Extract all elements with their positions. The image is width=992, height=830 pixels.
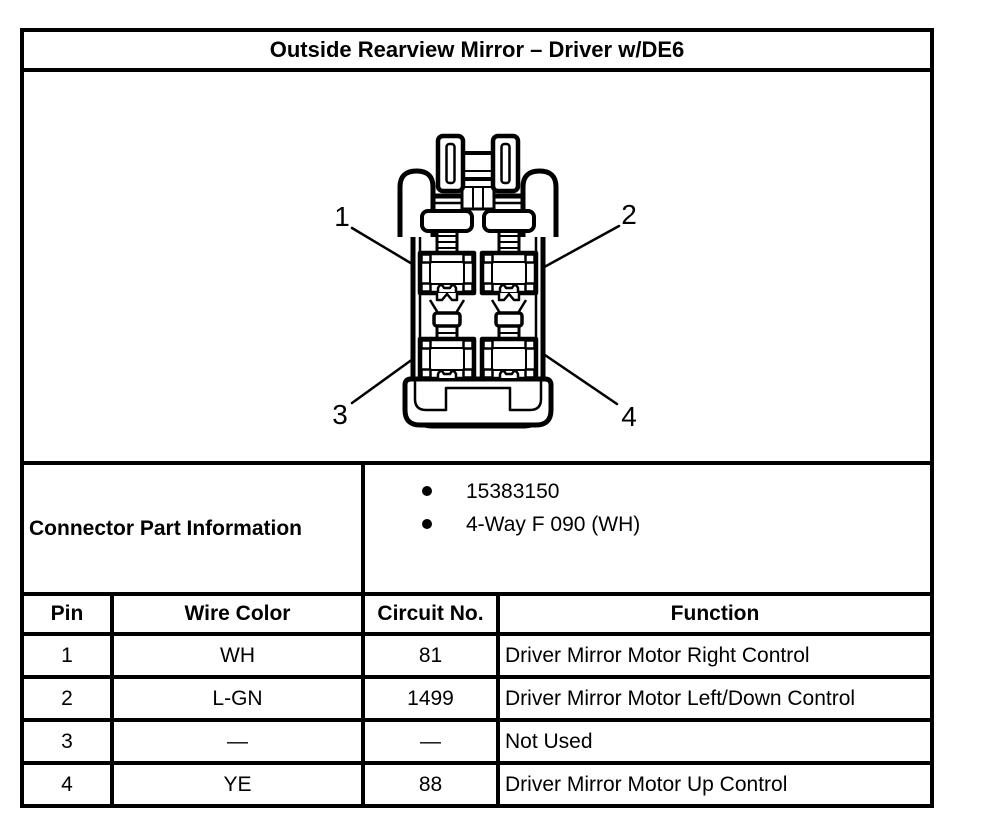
- col-header-pin: Pin: [20, 592, 114, 636]
- bullet-icon: [422, 486, 432, 496]
- connector-drawing-icon: 1 2 3 4: [332, 133, 637, 432]
- function-cell: Driver Mirror Motor Up Control: [496, 761, 934, 808]
- circuit-cell: 88: [361, 761, 500, 808]
- wire-color-cell: WH: [110, 632, 365, 679]
- col-header-wire-color: Wire Color: [110, 592, 365, 636]
- circuit-cell: 1499: [361, 675, 500, 722]
- pin-cell: 4: [20, 761, 114, 808]
- function-cell: Not Used: [496, 718, 934, 765]
- circuit-cell: —: [361, 718, 500, 765]
- function-cell: Driver Mirror Motor Right Control: [496, 632, 934, 679]
- table-row-pin-3: 3 — — Not Used: [20, 718, 934, 765]
- connector-sheet: Outside Rearview Mirror – Driver w/DE6: [20, 28, 934, 808]
- table-row-pin-2: 2 L-GN 1499 Driver Mirror Motor Left/Dow…: [20, 675, 934, 722]
- diagram-row: 1 2 3 4: [20, 68, 934, 465]
- table-row-pin-4: 4 YE 88 Driver Mirror Motor Up Control: [20, 761, 934, 808]
- pin-cell: 1: [20, 632, 114, 679]
- bullet-icon: [422, 519, 432, 529]
- table-row-pin-1: 1 WH 81 Driver Mirror Motor Right Contro…: [20, 632, 934, 679]
- pin-cell: 3: [20, 718, 114, 765]
- connector-diagram: 1 2 3 4: [26, 74, 928, 459]
- function-cell: Driver Mirror Motor Left/Down Control: [496, 675, 934, 722]
- col-header-circuit-no: Circuit No.: [361, 592, 500, 636]
- circuit-cell: 81: [361, 632, 500, 679]
- wire-color-cell: YE: [110, 761, 365, 808]
- wire-color-cell: —: [110, 718, 365, 765]
- part-info-label: Connector Part Information: [20, 461, 365, 596]
- part-info-row: Connector Part Information 15383150 4-Wa…: [20, 461, 934, 596]
- pin-table-header-row: Pin Wire Color Circuit No. Function: [20, 592, 934, 636]
- connector-type: 4-Way F 090 (WH): [466, 513, 641, 536]
- title-row: Outside Rearview Mirror – Driver w/DE6: [20, 28, 934, 72]
- pin-number-label: 4: [621, 401, 637, 432]
- col-header-function: Function: [496, 592, 934, 636]
- part-number-item: 15383150: [367, 475, 928, 508]
- wire-color-cell: L-GN: [110, 675, 365, 722]
- part-info-items: 15383150 4-Way F 090 (WH): [361, 461, 934, 596]
- connector-type-item: 4-Way F 090 (WH): [367, 508, 928, 541]
- connector-diagram-cell: 1 2 3 4: [20, 68, 934, 465]
- connector-body: [397, 133, 559, 429]
- pin-cell: 2: [20, 675, 114, 722]
- page-title: Outside Rearview Mirror – Driver w/DE6: [20, 28, 934, 72]
- pin-number-label: 3: [332, 399, 348, 430]
- part-number: 15383150: [466, 480, 560, 503]
- pin-number-label: 1: [334, 201, 350, 232]
- pin-number-label: 2: [621, 199, 637, 230]
